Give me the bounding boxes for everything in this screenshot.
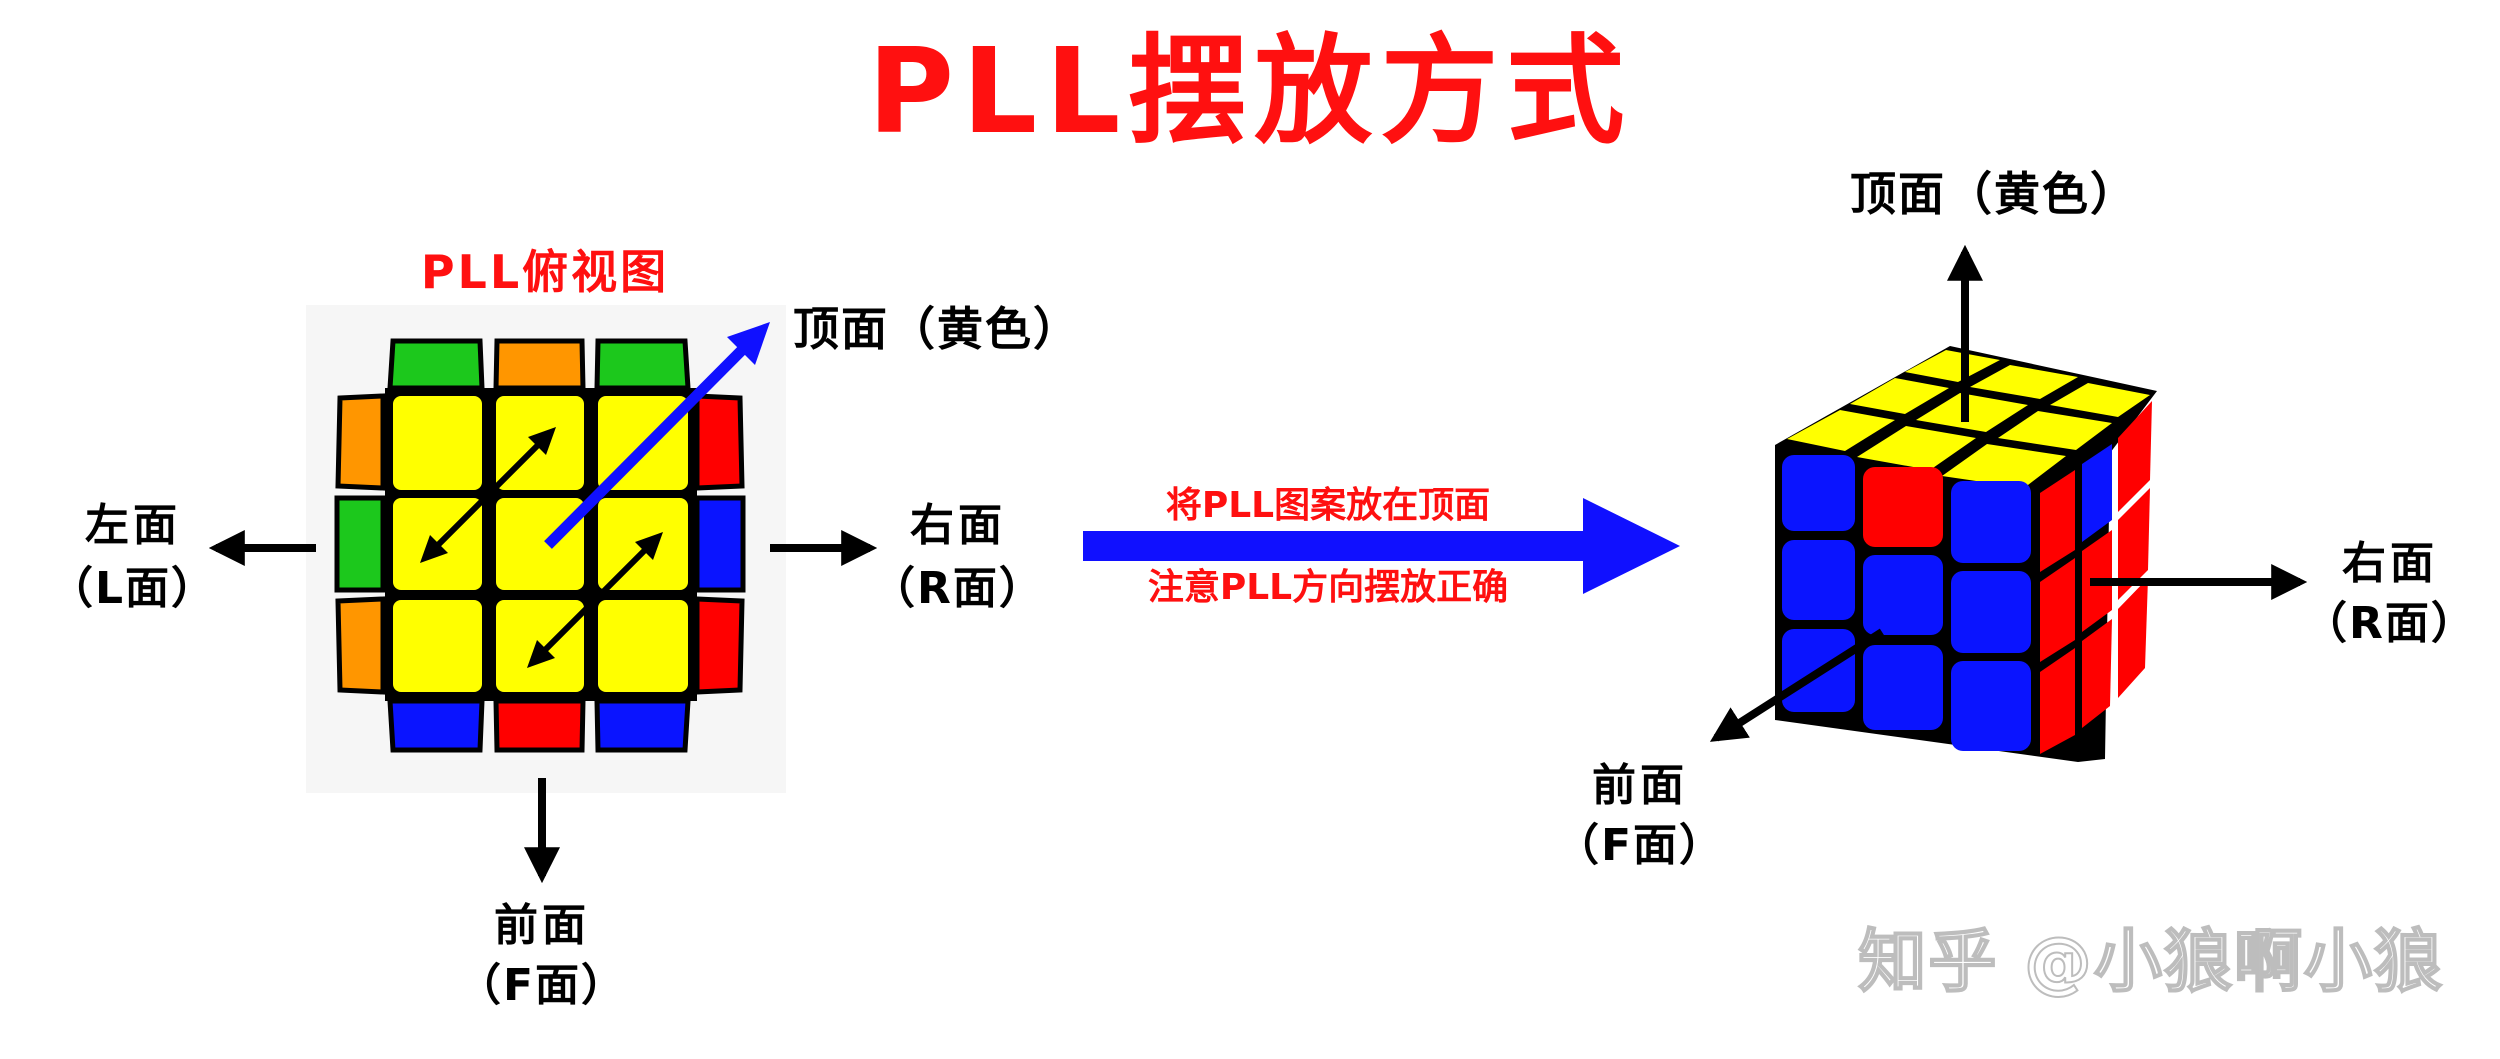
top-sticker <box>393 396 482 490</box>
watermark: 知乎 @小狼啊小狼 <box>1858 923 2444 1002</box>
top-view-top-label: 顶面（黄色） <box>793 302 1081 356</box>
right-sticker-middle <box>694 495 746 593</box>
top-sticker <box>393 600 482 692</box>
left-face-label-code: （L面） <box>49 563 217 614</box>
left-sticker-bottom <box>335 596 386 695</box>
top-view-caption: PLL俯视图 <box>421 245 669 299</box>
cube-top-face <box>1787 350 2150 488</box>
cube-front-label-code: （F面） <box>1555 820 1725 871</box>
front-face-label: 前面 <box>494 900 590 951</box>
back-sticker-right <box>594 338 691 391</box>
page-title: PLL摆放方式 <box>868 22 1633 160</box>
right-sticker-bottom <box>694 596 745 695</box>
cube-right-label-code: （R面） <box>2303 598 2477 649</box>
top-sticker <box>598 600 688 692</box>
top-face-pointer-arrow <box>544 322 770 549</box>
right-face-label: 右面 <box>910 500 1006 551</box>
back-sticker-middle <box>493 338 586 391</box>
left-face-label: 左面 <box>85 500 181 551</box>
instruction-line-2: 注意PLL方向摆放正确 <box>1148 567 1508 608</box>
front-face-label-code: （F面） <box>457 960 627 1011</box>
right-face-label-code: （R面） <box>871 563 1045 614</box>
cube-top-label: 顶面（黄色） <box>1850 167 2138 221</box>
front-sticker-left <box>387 698 485 753</box>
rubiks-cube-3d <box>1775 346 2157 762</box>
left-sticker-middle <box>334 495 386 593</box>
placement-arrow <box>1083 498 1680 594</box>
swap-arrow-upper <box>420 427 556 563</box>
front-sticker-right <box>594 698 691 753</box>
pll-top-view <box>306 305 786 793</box>
cube-front-face <box>1782 455 2031 751</box>
top-sticker <box>496 498 584 590</box>
instruction-line-1: 将PLL图案放在顶面 <box>1166 485 1490 526</box>
cube-right-face <box>2040 401 2152 754</box>
right-sticker-top <box>694 393 745 491</box>
swap-arrow-lower <box>527 532 663 668</box>
front-sticker-middle <box>493 698 586 753</box>
back-sticker-left <box>387 338 485 391</box>
cube-front-arrow <box>1709 628 1885 742</box>
cube-front-label: 前面 <box>1592 760 1688 811</box>
cube-right-label: 右面 <box>2342 538 2438 589</box>
left-sticker-top <box>335 393 386 491</box>
